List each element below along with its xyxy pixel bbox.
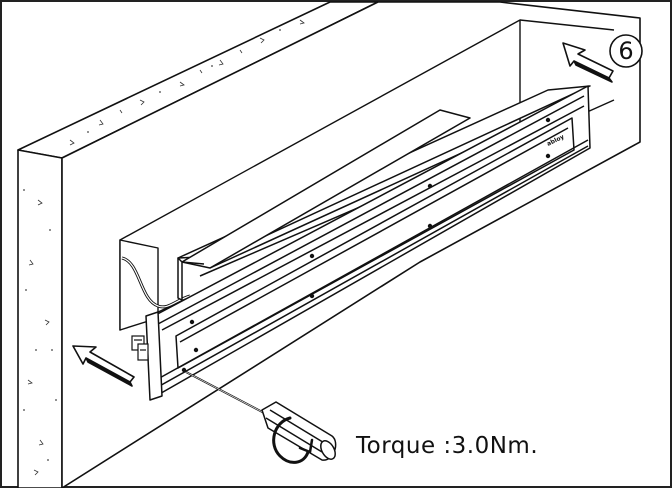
step-number: 6 [618, 37, 634, 65]
screw [309, 253, 315, 259]
connector [131, 335, 149, 361]
screw [427, 183, 433, 189]
screw [309, 293, 315, 299]
torque-annotation: Torque :3.0Nm. [356, 433, 539, 459]
step-badge-icon [609, 34, 643, 68]
screw [427, 223, 433, 229]
lock-slot [175, 117, 575, 369]
lock-body [145, 85, 591, 401]
screw [545, 153, 551, 159]
wall-left-face [17, 149, 63, 488]
screw [545, 117, 551, 123]
lock-rail [181, 109, 471, 269]
screwdriver-icon [185, 371, 337, 461]
lock-end-cap [145, 311, 163, 401]
wall-texture [27, 19, 305, 476]
screw [189, 319, 195, 325]
screw [193, 347, 199, 353]
screws [181, 117, 551, 373]
wall-dots [23, 29, 281, 461]
clockwise-rotation-icon [272, 416, 314, 464]
screw [181, 367, 187, 373]
insert-arrow-right [562, 42, 614, 83]
insert-arrow-left [72, 345, 135, 387]
